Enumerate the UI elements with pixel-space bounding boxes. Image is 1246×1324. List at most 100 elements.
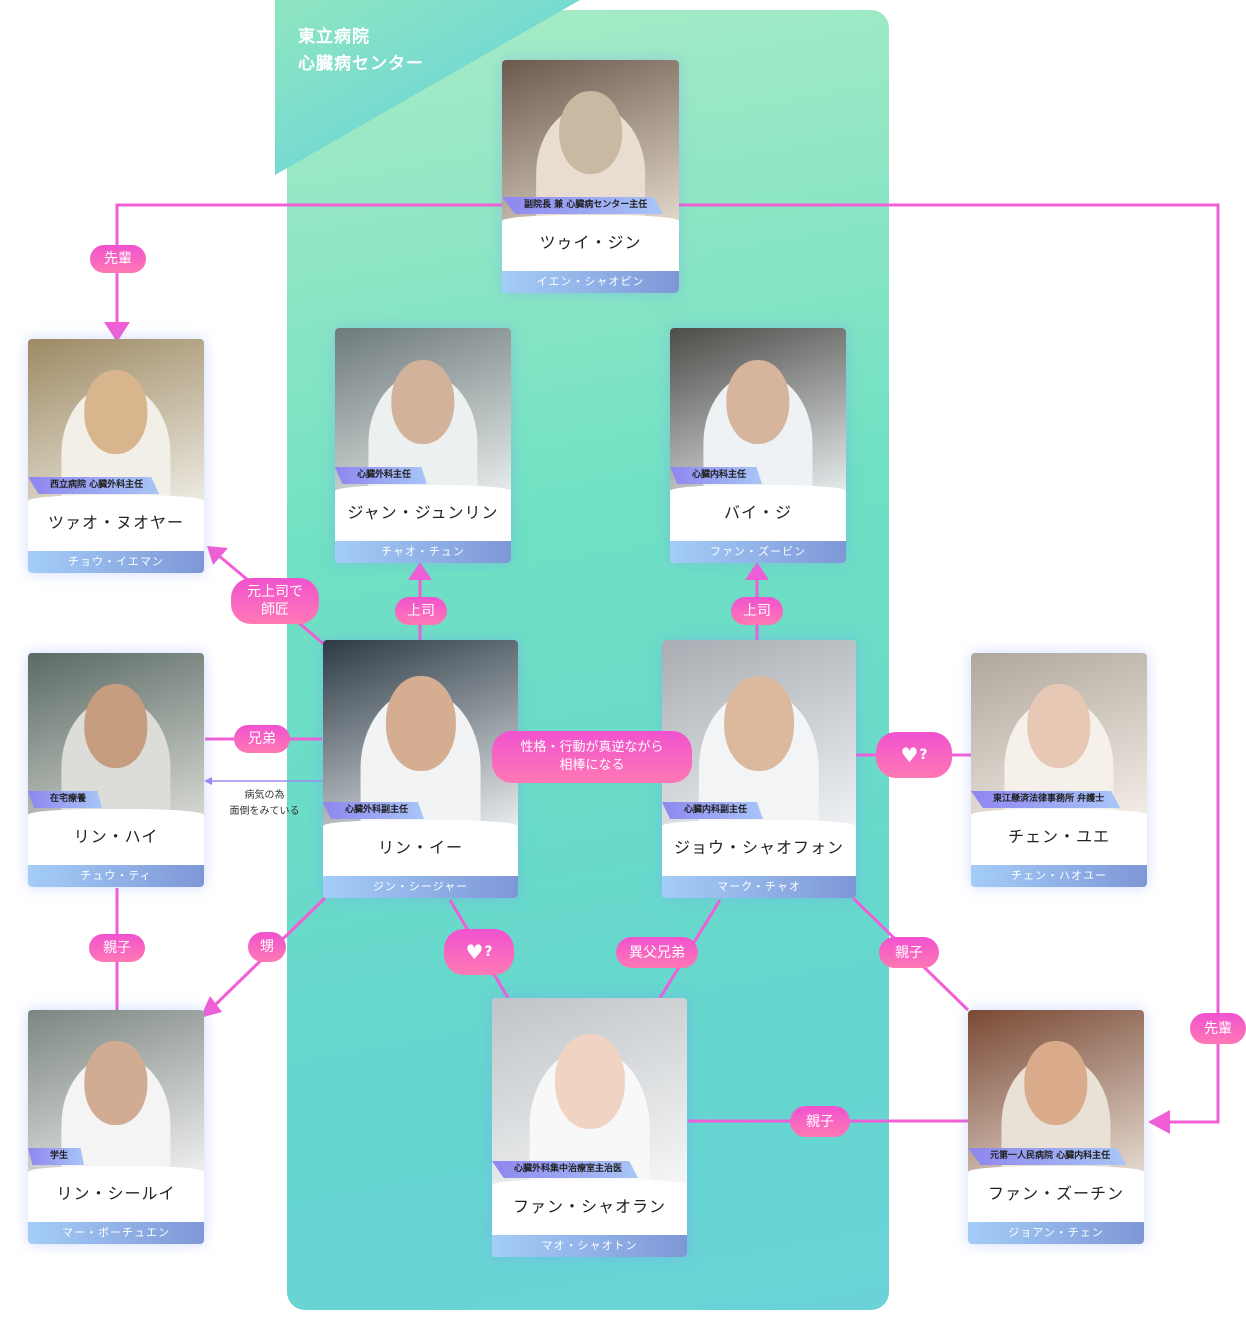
relation-pill-love-chen: ♥? (876, 732, 952, 778)
character-card-linhai[interactable]: 在宅療養 リン・ハイ チュウ・ティ (28, 653, 204, 887)
character-name: リン・シールイ (28, 1166, 204, 1222)
character-name: ツゥイ・ジン (502, 215, 679, 271)
relation-pill-parent-fang: 親子 (790, 1106, 850, 1137)
pill-label: 親子 (103, 940, 131, 956)
character-card-jiang[interactable]: 心臓外科主任 ジャン・ジュンリン チャオ・チュン (335, 328, 511, 563)
portrait-photo (670, 328, 846, 513)
section-banner (275, 0, 580, 175)
relation-pill-love-fang: ♥? (444, 929, 514, 975)
role-tag: 心臓内科主任 (670, 467, 763, 484)
portrait-head (1027, 684, 1091, 768)
pill-label: 上司 (743, 603, 771, 619)
character-card-cui[interactable]: 副院長 兼 心臓病センター主任 ツゥイ・ジン イエン・シャオピン (502, 60, 679, 293)
portrait-head (558, 91, 623, 175)
pill-label: 元上司で 師匠 (247, 584, 303, 618)
pill-label: 先輩 (1204, 1020, 1232, 1037)
relation-pill-senpai-left: 先輩 (90, 245, 146, 273)
care-note: 病気の為 面倒をみている (229, 790, 300, 817)
portrait-head (84, 1041, 148, 1125)
actor-name: チェン・ハオユー (971, 865, 1147, 887)
actor-name: マーク・チャオ (662, 876, 856, 898)
question-mark: ? (484, 944, 493, 960)
line-senpai-left (115, 203, 680, 322)
line-senpai-right (680, 203, 1220, 1124)
actor-name: チョウ・イエマン (28, 551, 204, 573)
arrowhead-mentor (207, 546, 228, 565)
character-name: リン・イー (323, 820, 518, 876)
character-card-chen[interactable]: 東江懸済法律事務所 弁護士 チェン・ユエ チェン・ハオユー (971, 653, 1147, 887)
pill-label: 兄弟 (248, 731, 276, 747)
relation-pill-parent-linhai: 親子 (89, 934, 145, 962)
portrait-head (554, 1033, 625, 1130)
actor-name: ファン・ズービン (670, 541, 846, 563)
role-tag: 学生 (28, 1148, 85, 1165)
actor-name: イエン・シャオピン (502, 271, 679, 293)
role-tag: 心臓外科主任 (335, 467, 428, 484)
arrowhead-zhao (104, 322, 130, 342)
question-mark: ? (919, 747, 928, 763)
pill-label: 親子 (806, 1113, 834, 1130)
care-arrowhead (204, 777, 212, 785)
portrait-head (84, 684, 148, 768)
relation-pill-mentor: 元上司で 師匠 (231, 578, 319, 624)
role-tag: 在宅療養 (28, 791, 103, 808)
actor-name: チュウ・ティ (28, 865, 204, 887)
character-name: チェン・ユエ (971, 809, 1147, 865)
relation-pill-brothers: 兄弟 (234, 725, 290, 753)
arrowhead-bai (745, 562, 769, 580)
pill-label: 異父兄弟 (629, 944, 685, 961)
character-card-zhao[interactable]: 西立病院 心臓外科主任 ツァオ・ヌオヤー チョウ・イエマン (28, 339, 204, 573)
pill-label: 甥 (260, 939, 274, 955)
section-title: 東立病院 心臓病センター (298, 24, 424, 78)
portrait-head (84, 370, 148, 454)
character-card-fangzc[interactable]: 元第一人民病院 心臓内科主任 ファン・ズーチン ジョアン・チェン (968, 1010, 1144, 1244)
arrowhead-jiang (408, 562, 432, 580)
character-card-zhou[interactable]: 心臓内科副主任 ジョウ・シャオフォン マーク・チャオ (662, 640, 856, 898)
role-tag: 心臓外科集中治療室主治医 (492, 1161, 639, 1178)
pill-label: 親子 (895, 944, 923, 961)
role-tag: 心臓外科副主任 (323, 802, 425, 819)
relation-pill-parent-zhou: 親子 (879, 937, 939, 968)
pill-label: 上司 (407, 603, 435, 619)
role-tag: 副院長 兼 心臓病センター主任 (502, 197, 664, 214)
arrowhead-fangzc (1148, 1110, 1170, 1134)
pill-label: 性格・行動が真逆ながら 相棒になる (520, 740, 664, 773)
portrait-head (385, 675, 456, 771)
character-name: ファン・ズーチン (968, 1166, 1144, 1222)
character-name: ジョウ・シャオフォン (662, 820, 856, 876)
role-tag: 西立病院 心臓外科主任 (28, 477, 160, 494)
portrait-head (391, 359, 455, 444)
section-title-line1: 東立病院 (298, 27, 370, 47)
actor-name: マオ・シャオトン (492, 1235, 687, 1257)
relation-pill-senpai-right: 先輩 (1190, 1013, 1246, 1044)
relation-pill-half-brothers: 異父兄弟 (616, 937, 698, 968)
character-card-bai[interactable]: 心臓内科主任 バイ・ジ ファン・ズービン (670, 328, 846, 563)
actor-name: マー・ボーチュエン (28, 1222, 204, 1244)
pill-label: 先輩 (104, 251, 132, 267)
character-name: バイ・ジ (670, 485, 846, 541)
heart-icon: ♥ (900, 743, 919, 767)
role-tag: 東江懸済法律事務所 弁護士 (971, 791, 1121, 808)
relation-pill-nephew: 甥 (248, 932, 286, 962)
actor-name: ジン・シージャー (323, 876, 518, 898)
actor-name: ジョアン・チェン (968, 1222, 1144, 1244)
relation-pill-partners: 性格・行動が真逆ながら 相棒になる (492, 731, 692, 783)
character-card-linxl[interactable]: 学生 リン・シールイ マー・ボーチュエン (28, 1010, 204, 1244)
character-card-linyi[interactable]: 心臓外科副主任 リン・イー ジン・シージャー (323, 640, 518, 898)
role-tag: 元第一人民病院 心臓内科主任 (968, 1148, 1127, 1165)
role-tag: 心臓内科副主任 (662, 802, 764, 819)
relation-pill-boss-jiang: 上司 (395, 597, 447, 625)
relation-pill-boss-bai: 上司 (731, 597, 783, 625)
character-name: ツァオ・ヌオヤー (28, 495, 204, 551)
portrait-head (1024, 1041, 1088, 1125)
character-name: リン・ハイ (28, 809, 204, 865)
character-name: ファン・シャオラン (492, 1179, 687, 1235)
heart-icon: ♥ (465, 940, 484, 964)
portrait-head (726, 359, 790, 444)
portrait-head (724, 675, 794, 771)
actor-name: チャオ・チュン (335, 541, 511, 563)
character-name: ジャン・ジュンリン (335, 485, 511, 541)
character-card-fangxl[interactable]: 心臓外科集中治療室主治医 ファン・シャオラン マオ・シャオトン (492, 998, 687, 1257)
section-title-line2: 心臓病センター (298, 54, 424, 74)
arrowhead-nephew (200, 996, 222, 1018)
